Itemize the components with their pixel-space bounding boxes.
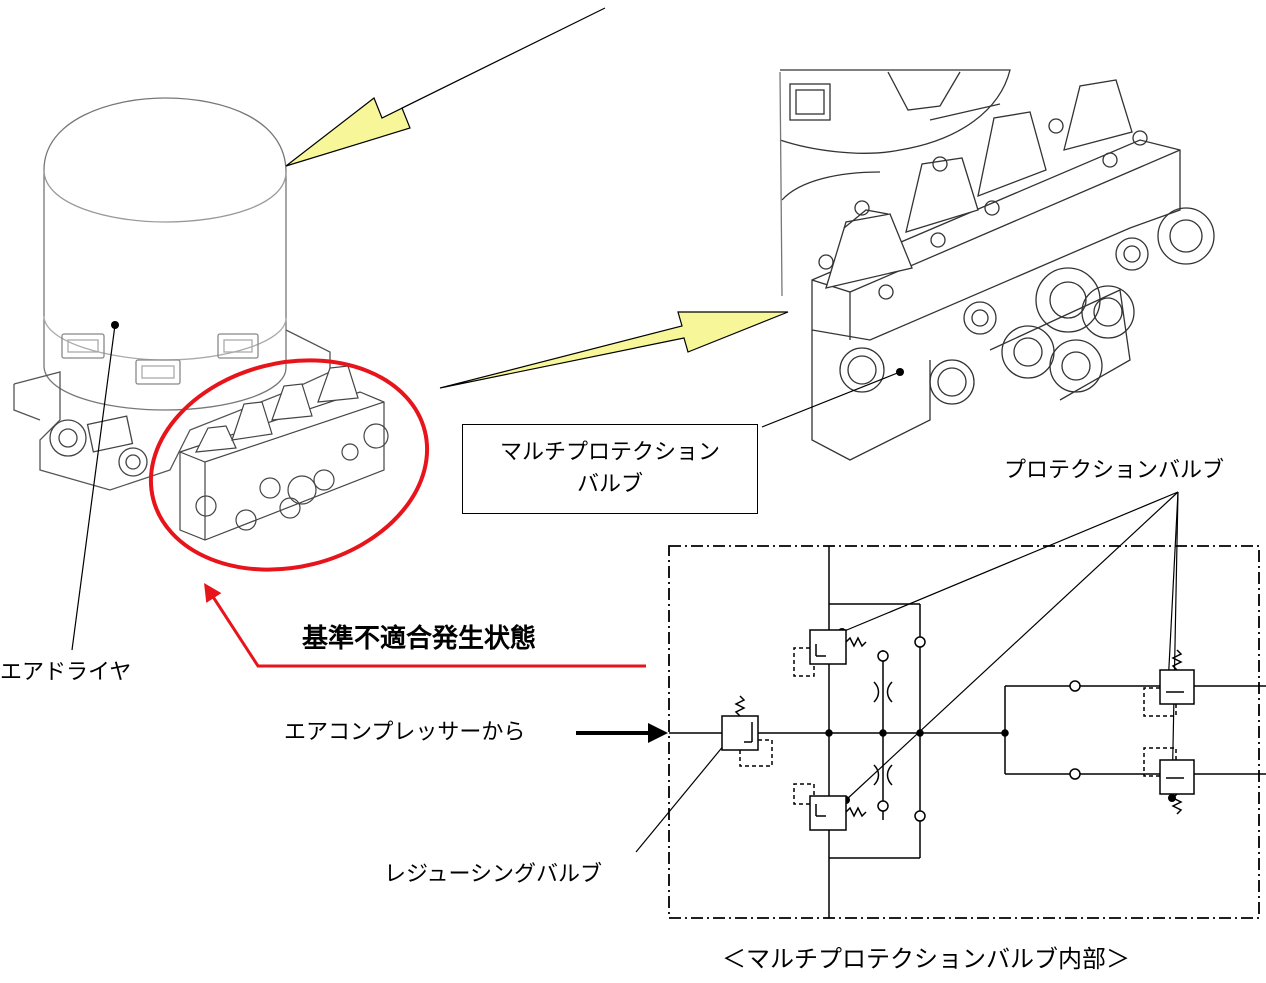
reducing-valve-label: レジューシングバルブ xyxy=(384,862,603,887)
yellow-arrow-top xyxy=(285,7,606,167)
valve-closeup-illustration xyxy=(779,69,1215,461)
schematic-caption: ＜マルチプロテクションバルブ内部＞ xyxy=(722,945,1130,973)
small-valve-illustration xyxy=(179,365,389,541)
highlight-ellipse xyxy=(148,358,430,572)
leader-lines xyxy=(71,324,1179,853)
yellow-arrow-middle xyxy=(439,311,789,389)
multi-protection-valve-label-line2: バルブ xyxy=(576,472,643,497)
from-air-compressor-label: エアコンプレッサーから xyxy=(284,720,526,745)
schematic-diagram xyxy=(668,545,1266,919)
air-dryer-label: エアドライヤ xyxy=(0,660,132,685)
nonconformity-state-label: 基準不適合発生状態 xyxy=(302,624,537,654)
multi-protection-valve-label-line1: マルチプロテクション xyxy=(499,440,720,466)
multi-protection-valve-box: マルチプロテクション バルブ xyxy=(462,424,758,514)
red-callout-line xyxy=(204,582,646,668)
protection-valve-label: プロテクションバルブ xyxy=(1004,458,1225,483)
